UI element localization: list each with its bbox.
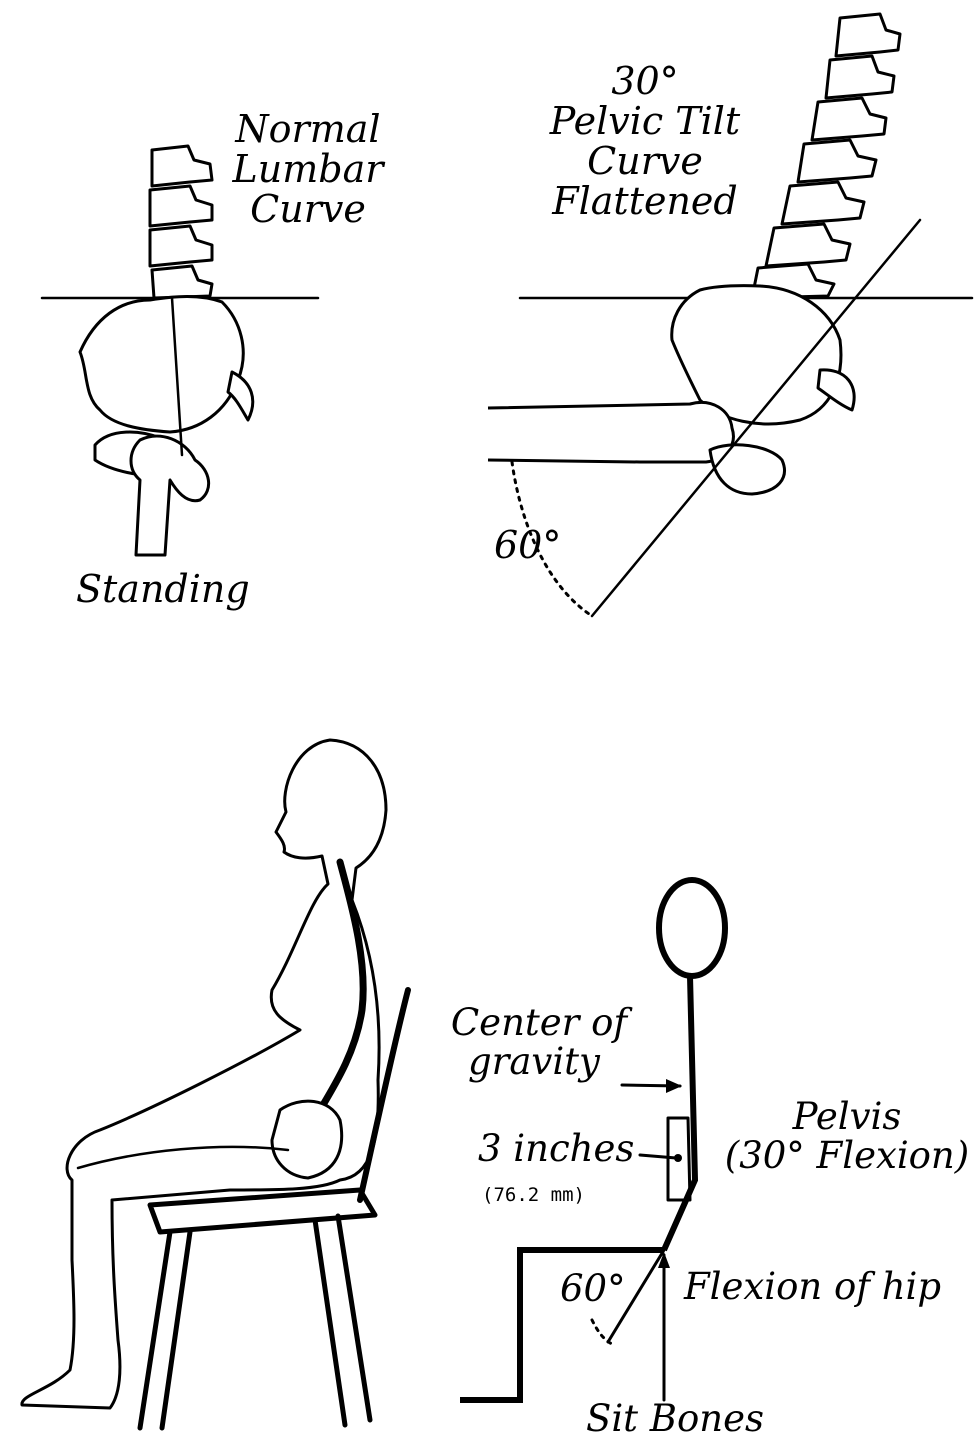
standing-ilium — [80, 297, 243, 433]
seated-thigh-bone — [78, 1147, 288, 1168]
three-inches-marker — [674, 1154, 682, 1162]
standing-sacrum-tip — [228, 372, 253, 420]
standing-femur — [131, 436, 209, 555]
chair-backrest — [360, 990, 408, 1200]
pelvis-flexion-label: Pelvis (30° Flexion) — [716, 1098, 978, 1176]
hip-angle-label: 60° — [560, 1270, 626, 1309]
model-head — [659, 880, 725, 976]
pelvic-tilt-line-1: 30° — [540, 62, 750, 102]
flexion-of-hip-label: Flexion of hip — [684, 1268, 941, 1307]
model-trunk-line — [664, 976, 695, 1250]
tilt-angle-label: 60° — [494, 526, 561, 566]
sit-bones-label: Sit Bones — [586, 1400, 764, 1439]
standing-caption: Standing — [76, 570, 246, 610]
three-inches-arrow — [640, 1155, 676, 1158]
center-of-gravity-line-2: gravity — [446, 1043, 632, 1082]
tilt-hip-socket — [710, 445, 784, 494]
seated-body-outline — [22, 740, 386, 1408]
three-inches-label: 3 inches — [478, 1130, 634, 1169]
center-of-gravity-label: Center of gravity — [446, 1004, 632, 1082]
pelvis-flexion-line-2: (30° Flexion) — [716, 1137, 978, 1176]
center-of-gravity-line-1: Center of — [446, 1004, 632, 1043]
pelvic-tilt-label: 30° Pelvic Tilt Curve Flattened — [540, 62, 750, 222]
tilt-lumbar-vertebrae — [752, 14, 900, 298]
normal-lumbar-curve-line-1: Normal — [232, 110, 384, 150]
normal-lumbar-curve-line-2: Lumbar — [232, 150, 384, 190]
seated-spine — [320, 862, 363, 1110]
three-inches-metric-label: (76.2 mm) — [482, 1184, 585, 1206]
center-of-gravity-arrowhead — [666, 1079, 682, 1093]
chair-legs — [140, 1216, 370, 1428]
seated-pelvis — [272, 1101, 342, 1178]
pelvic-tilt-line-2: Pelvic Tilt — [540, 102, 750, 142]
pelvic-tilt-line-3: Curve — [540, 142, 750, 182]
normal-lumbar-curve-label: Normal Lumbar Curve — [232, 110, 384, 230]
pelvis-flexion-line-1: Pelvis — [716, 1098, 978, 1137]
tilt-femur — [488, 402, 733, 462]
normal-lumbar-curve-line-3: Curve — [232, 190, 384, 230]
standing-lumbar-vertebrae — [150, 146, 212, 298]
pelvic-tilt-line-4: Flattened — [540, 182, 750, 222]
seated-figure — [22, 740, 408, 1428]
